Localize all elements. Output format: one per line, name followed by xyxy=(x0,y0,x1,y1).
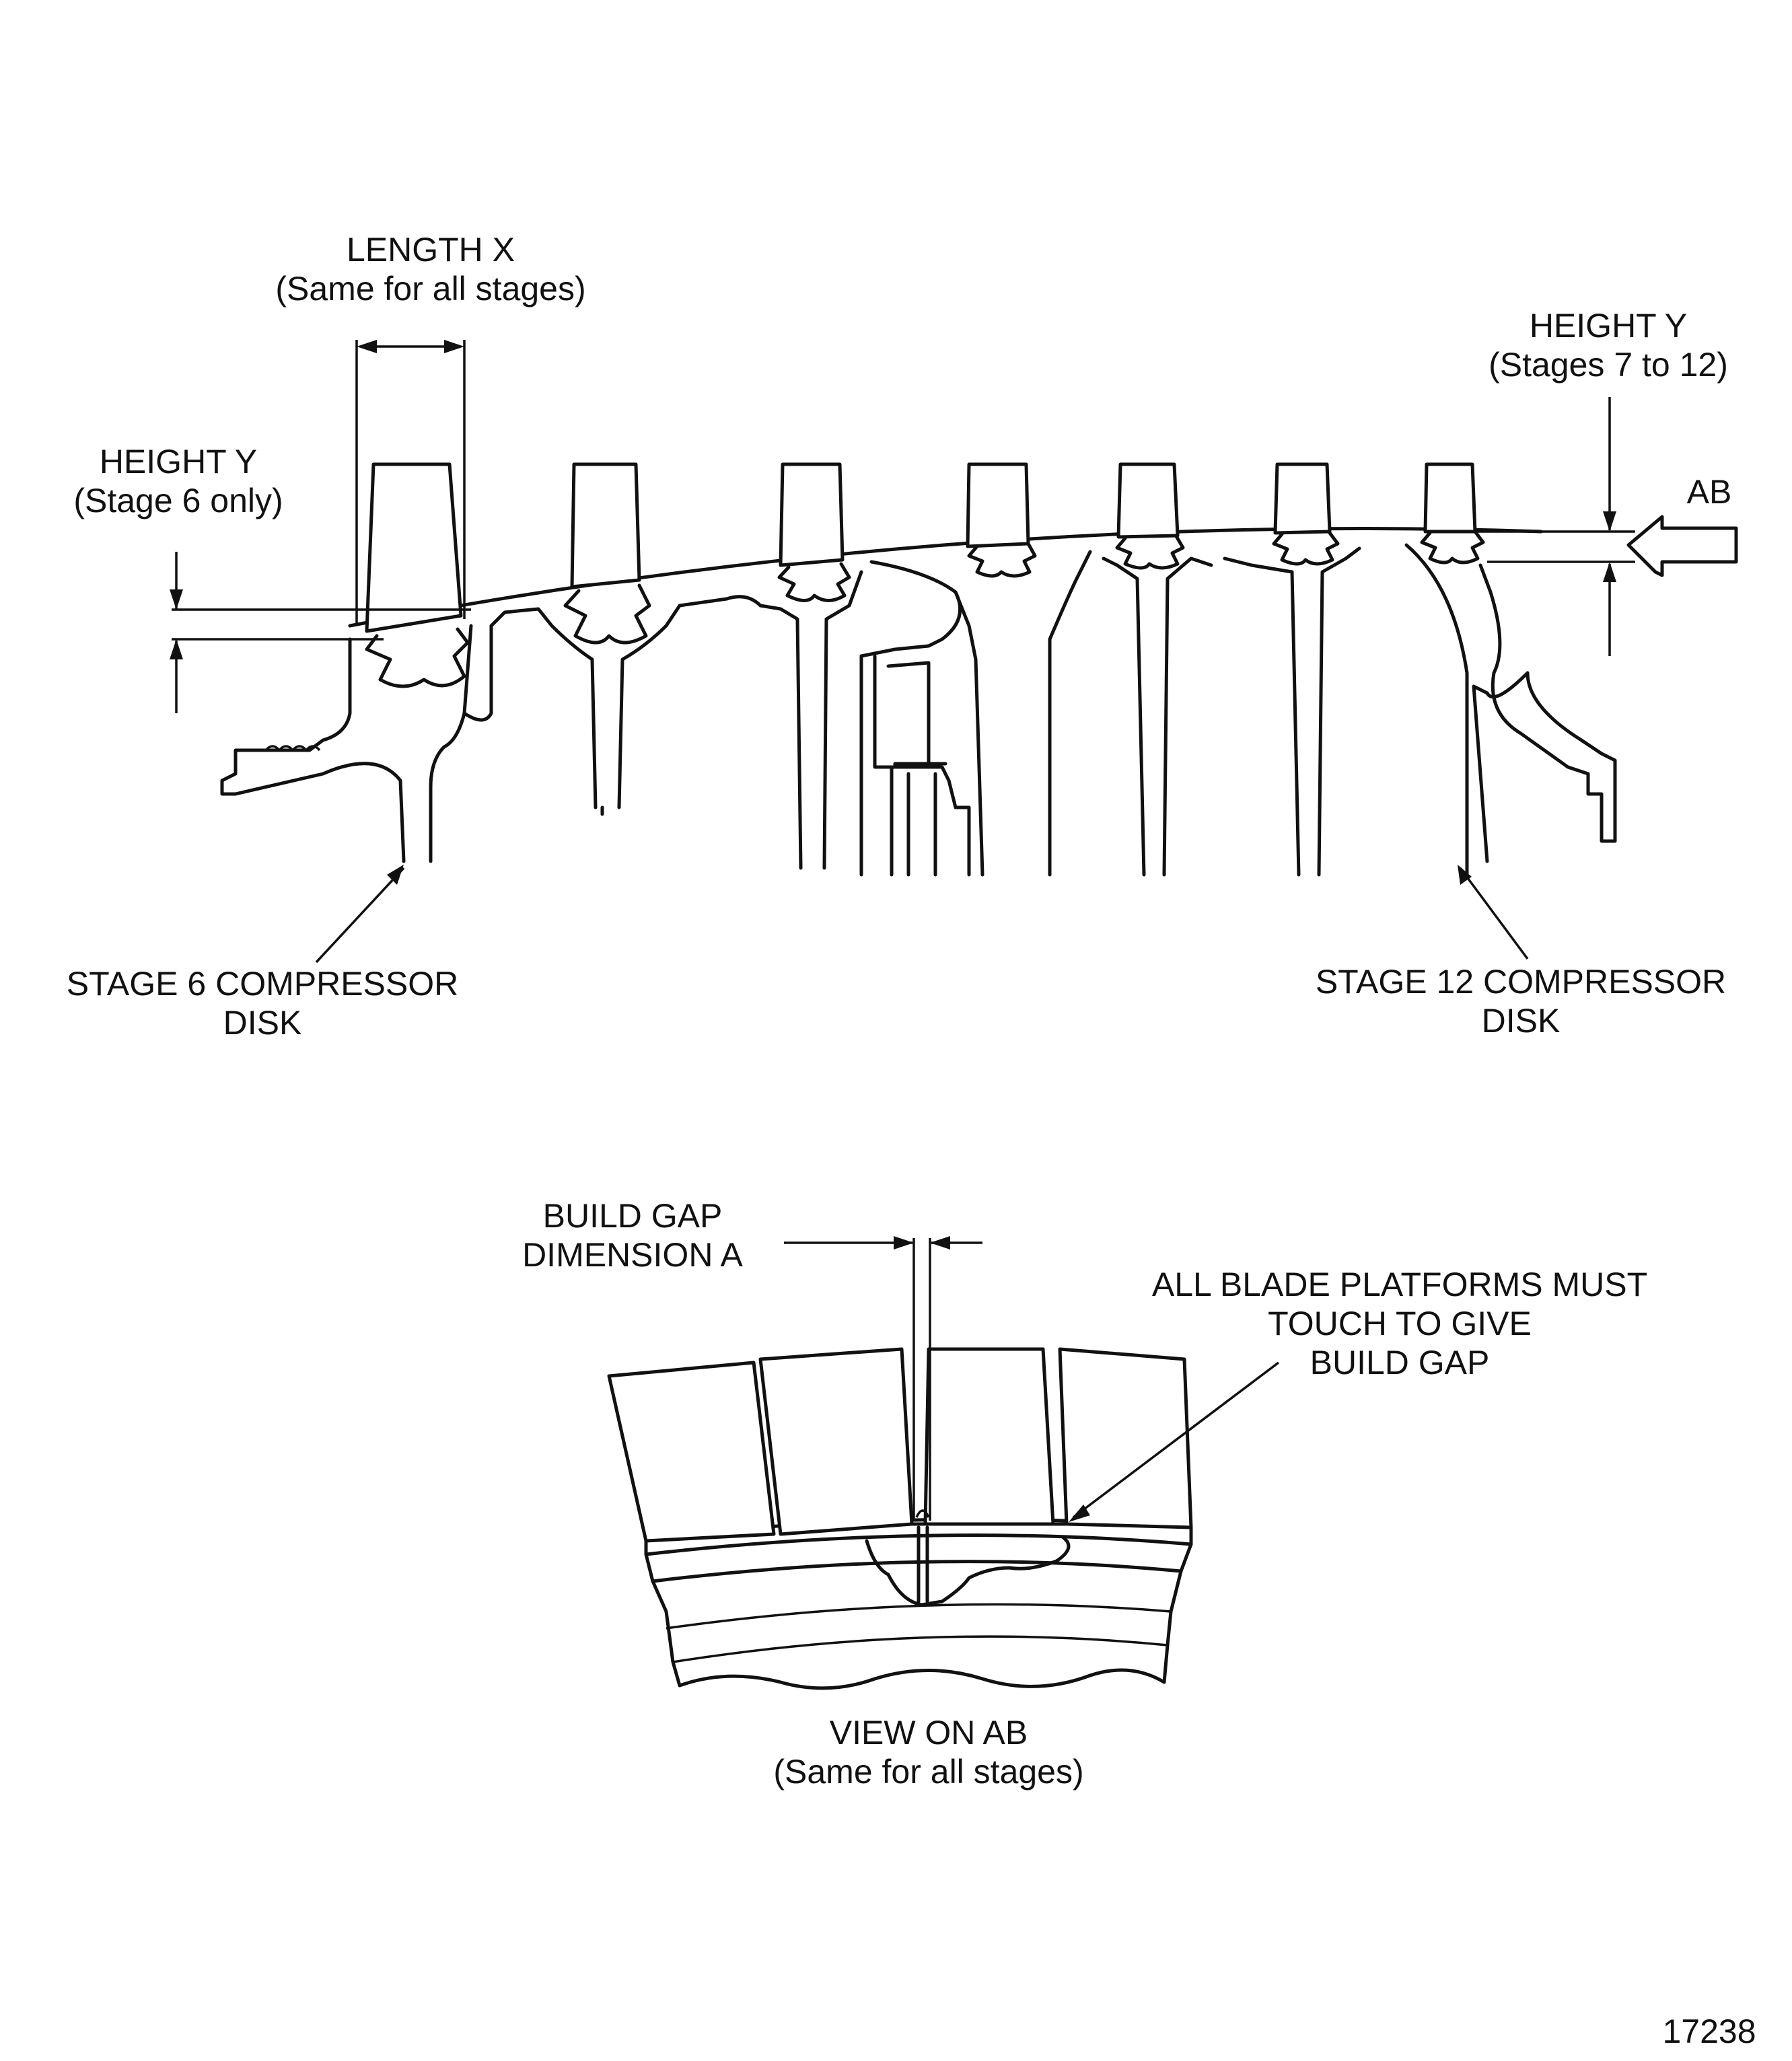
platforms-leader xyxy=(1069,1361,1280,1522)
ab-view-arrow xyxy=(1626,515,1738,577)
height-y-stage6-label: HEIGHT Y (Stage 6 only) xyxy=(73,443,283,519)
stage6-disk-label: STAGE 6 COMPRESSOR DISK xyxy=(66,965,459,1042)
height-y-stages7to12-label: HEIGHT Y (Stages 7 to 12) xyxy=(1489,307,1728,384)
stage-11-disk xyxy=(1223,556,1301,877)
blade-1 xyxy=(607,1361,776,1543)
stage-6-disk xyxy=(220,637,406,863)
stage-9-blade xyxy=(966,462,1030,548)
stage-8-blade xyxy=(779,462,845,567)
stage-11-blade xyxy=(1273,462,1332,535)
length-x-dimension xyxy=(355,340,466,626)
ab-label: AB xyxy=(1686,473,1732,511)
blade-2 xyxy=(758,1347,914,1536)
length-x-label: LENGTH X (Same for all stages) xyxy=(275,231,586,308)
blade-3 xyxy=(923,1347,1055,1526)
platforms-note-label: ALL BLADE PLATFORMS MUST TOUCH TO GIVE B… xyxy=(1151,1266,1648,1381)
height-y-stages7to12-dimension xyxy=(1477,397,1635,656)
stage-9-disk xyxy=(954,590,984,877)
blade-roots xyxy=(365,530,1485,688)
stage-10-blade xyxy=(1116,462,1180,539)
view-on-ab xyxy=(607,1347,1193,1690)
stage-7-blade xyxy=(570,462,641,589)
stage12-disk-label: STAGE 12 COMPRESSOR DISK xyxy=(1315,963,1727,1040)
stage-12-blade xyxy=(1423,462,1477,534)
build-gap-label: BUILD GAP DIMENSION A xyxy=(522,1197,743,1274)
blade-4 xyxy=(1058,1347,1193,1529)
build-gap-dimension xyxy=(784,1236,982,1521)
gap-cutaway xyxy=(865,1535,1071,1607)
height-y-stage6-dimension xyxy=(170,552,471,713)
figure-number: 17238 xyxy=(1662,2013,1756,2050)
stage-8-disk xyxy=(725,595,803,870)
annulus-line xyxy=(348,527,1543,628)
disk-leaders xyxy=(315,865,1529,964)
stage-7-disk xyxy=(489,607,598,809)
view-on-ab-label: VIEW ON AB (Same for all stages) xyxy=(773,1714,1084,1791)
rotor-section xyxy=(220,462,1617,877)
stage-10-disk xyxy=(1102,556,1146,877)
stage-6-blade xyxy=(365,462,463,633)
stage-12-disk xyxy=(1404,543,1469,877)
